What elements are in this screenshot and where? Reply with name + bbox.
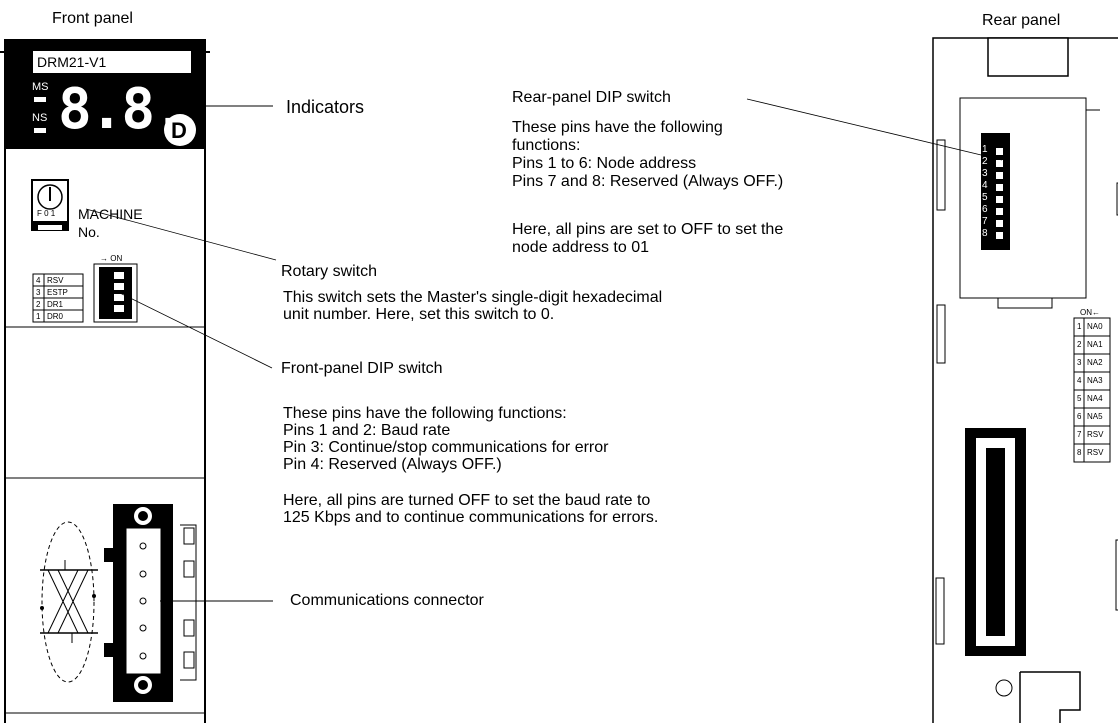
- front-dip-pin-num: 2: [36, 300, 41, 309]
- rotary-title: Rotary switch: [281, 263, 378, 280]
- front-dip-pin-num: 1: [36, 312, 41, 321]
- logo-circle: [164, 114, 196, 146]
- front-dip-pin-name: DR0: [47, 312, 64, 321]
- rear-pin-table-on-label: ON←: [1080, 308, 1100, 317]
- rear-pin-name: NA4: [1087, 394, 1103, 403]
- rear-pin-name: RSV: [1087, 430, 1104, 439]
- rear-dip-note: node address to 01: [512, 239, 649, 256]
- rear-pin-name: NA0: [1087, 322, 1103, 331]
- front-dip-leader: [119, 292, 273, 369]
- rear-pin-num: 4: [1077, 376, 1082, 385]
- rear-dip-line: Pins 7 and 8: Reserved (Always OFF.): [512, 173, 784, 190]
- indicators-label: Indicators: [286, 97, 365, 117]
- ms-led: [34, 97, 46, 102]
- rear-pin-name: NA5: [1087, 412, 1103, 421]
- rear-dip-numbers: 1 2 3 4 5 6 7 8: [982, 144, 988, 239]
- ns-label: NS: [32, 112, 48, 124]
- front-panel-title: Front panel: [52, 10, 133, 27]
- front-dip-line: Pin 3: Continue/stop communications for …: [283, 439, 609, 456]
- front-dip-note: 125 Kbps and to continue communications …: [283, 509, 659, 526]
- rear-pin-num: 8: [1077, 448, 1082, 457]
- seven-segment-display: 8.8.: [58, 77, 187, 142]
- rear-dip-line: These pins have the following: [512, 119, 723, 136]
- rear-dip-switch: [981, 133, 1010, 250]
- ns-led: [34, 128, 46, 133]
- rear-pin-num: 2: [1077, 340, 1082, 349]
- model-label-box: [33, 51, 191, 73]
- rotary-label-line2: No.: [78, 224, 100, 240]
- front-dip-note: Here, all pins are turned OFF to set the…: [283, 492, 651, 509]
- rear-pin-num: 5: [1077, 394, 1082, 403]
- rear-dip-leader: [746, 98, 1003, 161]
- model-label: DRM21-V1: [37, 54, 107, 70]
- rear-dip-note: Here, all pins are set to OFF to set the: [512, 221, 784, 238]
- rotary-leader: [85, 208, 277, 261]
- rear-pin-num: 6: [1077, 412, 1082, 421]
- rear-dip-title: Rear-panel DIP switch: [512, 89, 671, 106]
- ms-label: MS: [32, 81, 49, 93]
- rear-pin-num: 3: [1077, 358, 1082, 367]
- front-dip-pin-num: 3: [36, 288, 41, 297]
- rear-pin-name: NA1: [1087, 340, 1103, 349]
- front-dip-title: Front-panel DIP switch: [281, 360, 443, 377]
- front-dip-on-label: → ON: [100, 254, 123, 263]
- rear-pin-name: NA3: [1087, 376, 1103, 385]
- rear-pin-num: 7: [1077, 430, 1082, 439]
- front-dip-line: Pin 4: Reserved (Always OFF.): [283, 456, 502, 473]
- rear-pin-name: RSV: [1087, 448, 1104, 457]
- connector-label: Communications connector: [290, 592, 484, 609]
- rear-dip-line: Pins 1 to 6: Node address: [512, 155, 697, 172]
- front-dip-pin-name: RSV: [47, 276, 64, 285]
- rotary-label-line1: MACHINE: [78, 206, 143, 222]
- rear-panel-title: Rear panel: [982, 12, 1061, 29]
- front-dip-pin-num: 4: [36, 276, 41, 285]
- rear-pin-num: 1: [1077, 322, 1082, 331]
- rear-pin-name: NA2: [1087, 358, 1103, 367]
- rotary-line: unit number. Here, set this switch to 0.: [283, 306, 555, 323]
- front-dip-line: These pins have the following functions:: [283, 405, 567, 422]
- rotary-line: This switch sets the Master's single-dig…: [283, 289, 663, 306]
- front-dip-pin-name: ESTP: [47, 288, 68, 297]
- logo-icon: D: [171, 118, 187, 143]
- rotary-dial-text: F 0 1: [37, 209, 56, 218]
- front-dip-line: Pins 1 and 2: Baud rate: [283, 422, 451, 439]
- rear-dip-line: functions:: [512, 137, 581, 154]
- front-dip-pin-name: DR1: [47, 300, 64, 309]
- rear-dip-on-label: ON: [984, 135, 993, 141]
